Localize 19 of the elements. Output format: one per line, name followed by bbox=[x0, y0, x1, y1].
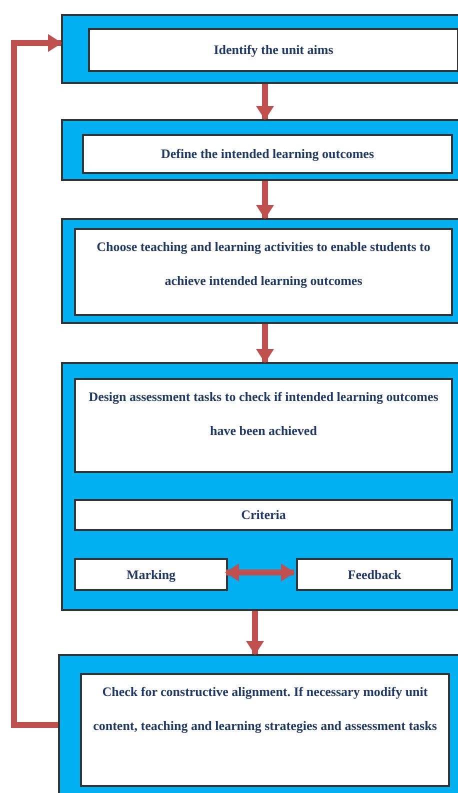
step-box: Feedback bbox=[296, 558, 453, 591]
step-band bbox=[61, 218, 458, 324]
step-box: Criteria bbox=[74, 499, 453, 531]
arrow bbox=[225, 564, 295, 582]
arrow bbox=[256, 181, 274, 219]
step-band bbox=[61, 119, 458, 181]
step-box: Define the intended learning outcomes bbox=[82, 134, 453, 174]
step-band bbox=[61, 362, 458, 611]
step-box: Check for constructive alignment. If necessary modify unit content, teaching and learning strategies and assessment tasks bbox=[80, 673, 450, 787]
step-box: Marking bbox=[74, 558, 228, 591]
arrow bbox=[246, 611, 264, 655]
step-box: Identify the unit aims bbox=[88, 28, 458, 72]
step-box: Choose teaching and learning activities to enable students to achieve intended learning outcomes bbox=[74, 228, 453, 316]
step-band bbox=[58, 654, 458, 793]
step-box: Design assessment tasks to check if intended learning outcomes have been achieved bbox=[74, 378, 453, 473]
step-band bbox=[61, 14, 458, 84]
arrow bbox=[11, 34, 62, 728]
arrow bbox=[256, 84, 274, 120]
arrow bbox=[256, 324, 274, 363]
